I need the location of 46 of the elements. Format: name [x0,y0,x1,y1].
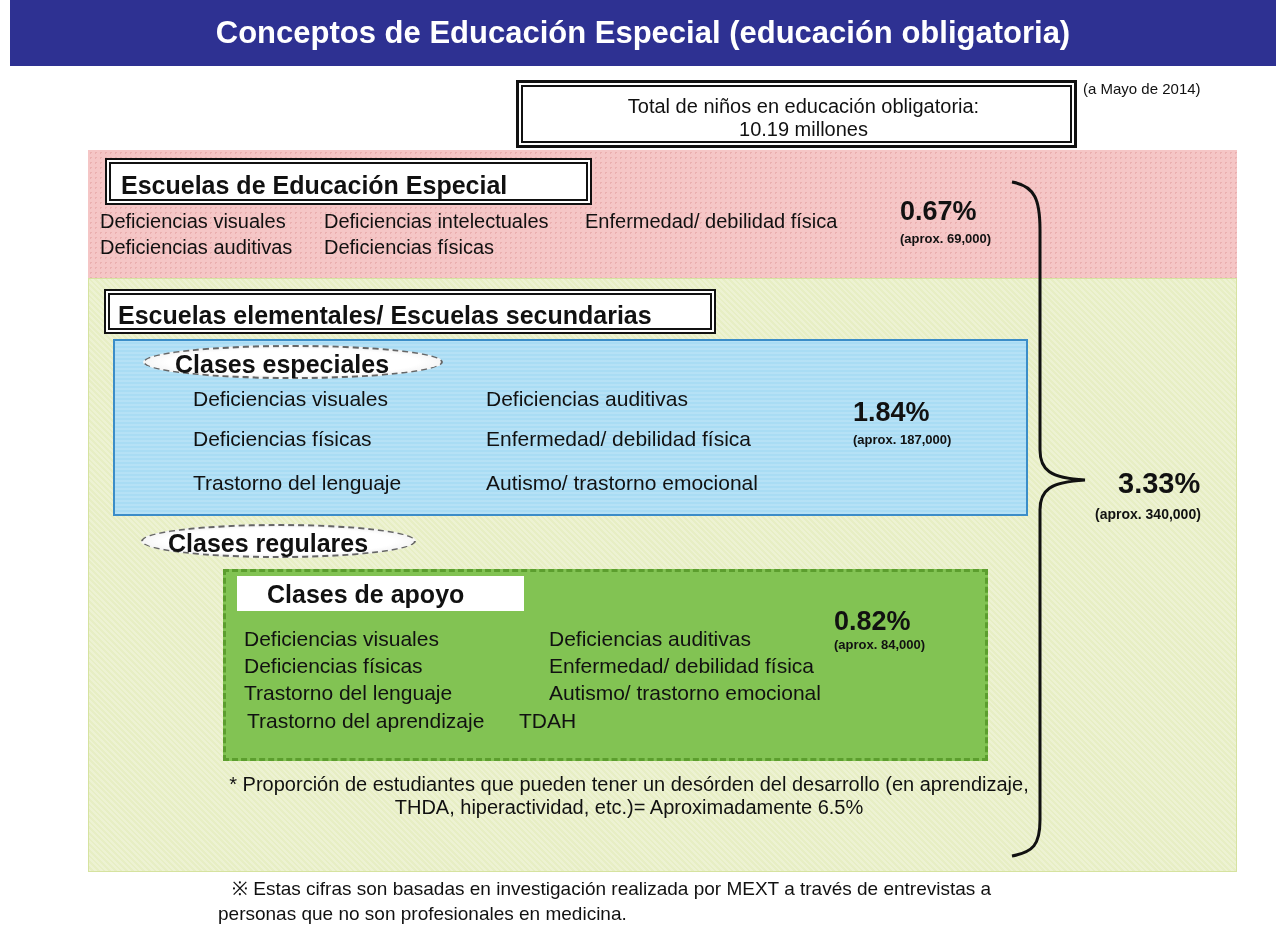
percentage-value: 0.82% [834,606,911,638]
category-text: Deficiencias auditivas [100,236,293,259]
date-note: (a Mayo de 2014) [1083,80,1201,98]
class-heading: Clases de apoyo [267,580,465,609]
heading-box [105,158,592,205]
category-text: Enfermedad/ debilidad física [486,427,751,452]
source-note: ※ Estas cifras son basadas en investigación realizada por MEXT a través de entrevistas a personas que no son profesionales en medicina. [218,877,993,926]
category-text: Trastorno del lenguaje [193,471,402,496]
special-class-box [113,339,1028,516]
heading-box [104,289,716,334]
special-school-band [88,150,1237,278]
count-text: (aprox. 340,000) [1095,506,1201,523]
title-text: Conceptos de Educación Especial (educación obligatoria) [215,15,1071,51]
support-class-box [223,569,988,761]
count-text: (aprox. 187,000) [853,433,952,448]
category-text: Deficiencias físicas [193,427,372,452]
class-heading: Clases especiales [175,350,390,379]
category-text: TDAH [519,709,577,734]
category-text: Autismo/ trastorno emocional [549,681,821,706]
category-text: Deficiencias auditivas [549,627,751,652]
class-ellipse [141,524,416,558]
percentage-value: 1.84% [853,397,930,429]
category-text: Enfermedad/ debilidad física [549,654,814,679]
heading-box [237,576,524,611]
category-text: Deficiencias visuales [193,387,388,412]
section-heading: Escuelas de Educación Especial [121,171,508,200]
category-text: Deficiencias visuales [100,210,286,233]
category-text: Deficiencias físicas [244,654,423,679]
category-text: Enfermedad/ debilidad física [585,210,838,233]
category-text: Autismo/ trastorno emocional [486,471,758,496]
regular-school-band [88,278,1237,872]
section-heading: Escuelas elementales/ Escuelas secundarias [118,301,652,330]
total-text: Total de niños en educación obligatoria: 10.19 millones [626,95,981,141]
count-text: (aprox. 84,000) [834,638,926,653]
percentage-value: 0.67% [900,196,977,228]
category-text: Deficiencias intelectuales [324,210,549,233]
count-text: (aprox. 69,000) [900,232,992,247]
footnote-text: * Proporción de estudiantes que pueden tener un desórden del desarrollo (en aprendizaje, THDA, hiperactividad, etc.)= Aproximadamente 6.5% [228,773,1030,819]
percentage-value: 3.33% [1118,467,1201,501]
category-text: Deficiencias físicas [324,236,495,259]
class-heading: Clases regulares [168,529,369,558]
category-text: Trastorno del lenguaje [244,681,453,706]
total-box [516,80,1077,148]
category-text: Deficiencias visuales [244,627,439,652]
category-text: Deficiencias auditivas [486,387,688,412]
category-text: Trastorno del aprendizaje [247,709,485,734]
